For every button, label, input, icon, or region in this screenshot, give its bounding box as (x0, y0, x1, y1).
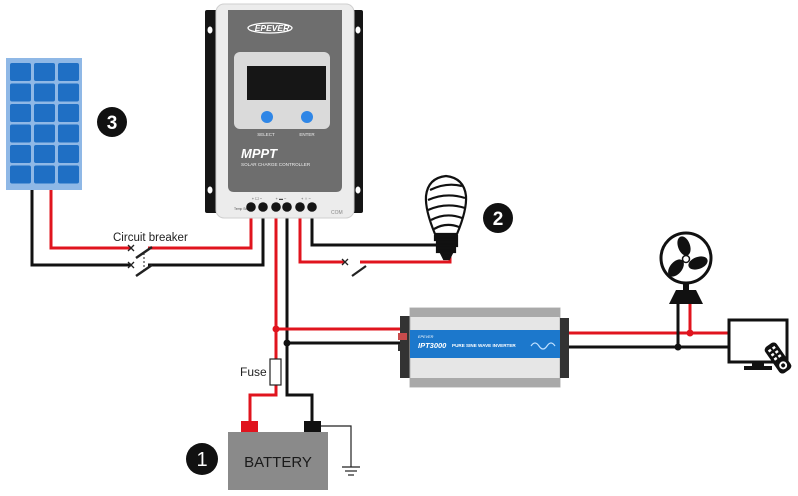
positive-junction (272, 325, 280, 333)
inverter: EPEVER IPT3000 PURE SINE WAVE INVERTER (398, 307, 569, 388)
inverter-negative-input (398, 344, 407, 351)
inverter-right-plate (560, 318, 569, 378)
solar-cell (58, 104, 79, 122)
solar-cell (10, 63, 31, 81)
lcd-screen (247, 66, 326, 100)
solar-cell (58, 124, 79, 143)
controller-model: MPPT (241, 146, 278, 161)
select-button[interactable] (261, 111, 273, 123)
controller-brand: EPEVER (255, 23, 290, 33)
badge-1: 1 (186, 443, 218, 475)
solar-cell (10, 145, 31, 163)
inverter-description: PURE SINE WAVE INVERTER (452, 343, 516, 348)
solar-cell (58, 145, 79, 163)
inverter-label-band (410, 330, 560, 358)
remote-control-icon (764, 342, 792, 374)
terminal-screw (282, 202, 292, 212)
controller-subtitle: SOLAR CHARGE CONTROLLER (241, 162, 311, 167)
load-wiring (298, 215, 452, 264)
battery-negative-terminal (304, 421, 321, 432)
pv-wiring (30, 190, 265, 267)
circuit-breaker (127, 244, 153, 278)
ground-symbol (321, 425, 360, 476)
terminal-group-load: + ♀ − (301, 196, 312, 201)
solar-cell (34, 124, 55, 143)
enter-button[interactable] (301, 111, 313, 123)
temp-sensor-label: Temp Sensor (234, 207, 255, 211)
battery-negative-wire (285, 215, 314, 422)
inverter-model: IPT3000 (418, 341, 447, 350)
terminal-screw (307, 202, 317, 212)
fan-neutral-junction (674, 343, 682, 351)
solar-cell (10, 165, 31, 184)
com-label: COM (331, 210, 343, 216)
solar-cell (34, 165, 55, 184)
circuit-breaker-label: Circuit breaker (113, 232, 188, 244)
solar-cell (58, 83, 79, 102)
pv-positive-wire (49, 190, 131, 250)
pv-positive-wire-2 (148, 215, 253, 250)
solar-cells (10, 63, 79, 184)
fan-line-junction (686, 329, 694, 337)
solar-cell (34, 145, 55, 163)
solar-cell (58, 165, 79, 184)
battery-wiring (248, 215, 402, 422)
solar-cell (10, 124, 31, 143)
fuse (269, 358, 282, 386)
load-positive-wire (298, 215, 344, 264)
battery-body (228, 432, 328, 490)
battery-positive-terminal (241, 421, 258, 432)
terminal-screw (271, 202, 281, 212)
load-breaker (341, 258, 367, 277)
badge-2-number: 2 (493, 209, 504, 230)
battery: BATTERY (228, 421, 328, 490)
load-negative-wire (310, 215, 440, 247)
battery-label: BATTERY (244, 454, 312, 471)
solar-cell (34, 83, 55, 102)
solar-cell (58, 63, 79, 81)
solar-cell (34, 63, 55, 81)
terminal-screw (295, 202, 305, 212)
load-positive-wire-2 (360, 256, 452, 264)
solar-cell (34, 104, 55, 122)
battery-positive-wire (248, 215, 278, 422)
fuse-label: Fuse (240, 365, 267, 379)
terminal-block (246, 202, 317, 212)
sine-wave-icon (530, 342, 556, 350)
light-bulb (424, 174, 468, 261)
terminal-screw (258, 202, 268, 212)
select-button-label: SELECT (257, 132, 275, 137)
ac-wiring (569, 303, 728, 349)
terminal-screw (246, 202, 256, 212)
enter-button-label: ENTER (299, 132, 315, 137)
inverter-brand: EPEVER (418, 335, 434, 339)
badge-1-number: 1 (196, 449, 207, 471)
badge-2: 2 (483, 203, 513, 233)
pv-negative-wire (30, 190, 131, 267)
terminal-group-battery: + ▬ − (276, 196, 288, 201)
terminal-group-pv: + ☐ − (252, 196, 263, 201)
pv-negative-wire-2 (148, 215, 265, 267)
solar-cell (10, 104, 31, 122)
negative-junction (283, 339, 291, 347)
fan-icon (659, 231, 713, 304)
charge-controller: EPEVER SELECT ENTER MPPT SOLAR CHARGE CO… (205, 3, 363, 219)
inverter-positive-input (398, 333, 407, 340)
badge-3: 3 (97, 107, 127, 137)
solar-cell (10, 83, 31, 102)
badge-3-number: 3 (107, 113, 118, 134)
solar-panel (6, 58, 82, 190)
